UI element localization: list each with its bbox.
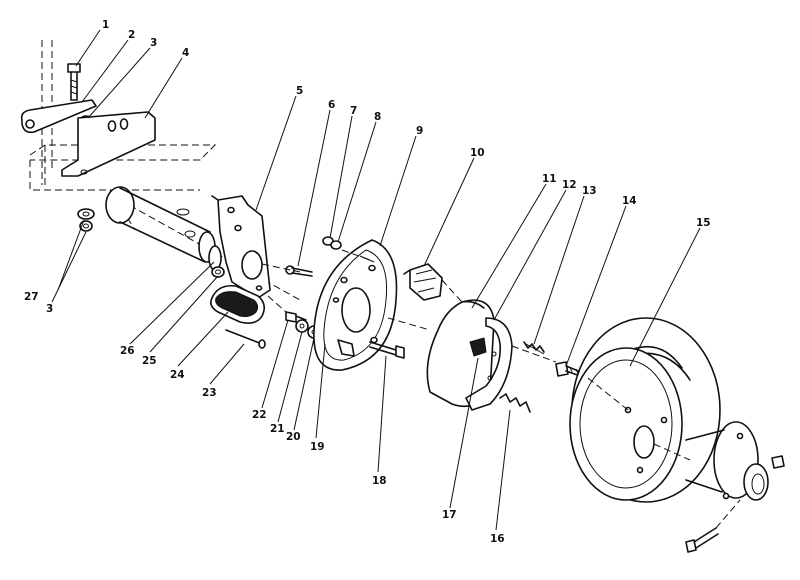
callout-27: 27 (24, 291, 39, 303)
callout-20: 20 (286, 431, 301, 443)
hub-bolt (685, 527, 719, 553)
callout-labels: 1 2 3 4 5 6 7 8 9 10 11 12 13 14 15 16 1… (24, 19, 711, 545)
part-25-nut (211, 266, 225, 278)
callout-7: 7 (350, 105, 357, 117)
part-14-lug-bolt (555, 361, 587, 379)
part-9-backing-plate (313, 239, 398, 371)
part-13-spring (523, 341, 545, 355)
part-2-lever-arm (20, 99, 97, 134)
callout-26: 26 (120, 345, 135, 357)
callout-8: 8 (374, 111, 381, 123)
callout-3-lower: 3 (46, 303, 53, 315)
part-23-pin (225, 329, 266, 349)
part-22-bolt (285, 311, 307, 323)
part-6-bolt (285, 265, 313, 277)
callout-13: 13 (582, 185, 597, 197)
callout-14: 14 (622, 195, 637, 207)
part-4-bracket (61, 111, 156, 177)
part-18-bolt (369, 341, 405, 359)
part-8-washer (330, 240, 342, 250)
part-16-spring (499, 393, 531, 413)
callout-2: 2 (128, 29, 135, 41)
callout-17: 17 (442, 509, 457, 521)
callout-10: 10 (470, 147, 485, 159)
assembly-centerlines (261, 249, 741, 529)
wheel-hub (685, 421, 785, 501)
callout-24: 24 (170, 369, 185, 381)
part-11-brake-shoe (426, 299, 495, 408)
part-24-lining-block (210, 284, 266, 324)
callout-1: 1 (102, 19, 109, 31)
axle-shaft (105, 186, 216, 263)
part-21-washer (295, 319, 309, 333)
callout-11: 11 (542, 173, 557, 185)
callout-5: 5 (296, 85, 303, 97)
callout-18: 18 (372, 475, 387, 487)
part-10-actuator (403, 263, 443, 301)
callout-12: 12 (562, 179, 577, 191)
callout-3: 3 (150, 37, 157, 49)
callout-23: 23 (202, 387, 217, 399)
part-27-washer (77, 208, 95, 220)
part-15-brake-drum (569, 317, 721, 503)
callout-21: 21 (270, 423, 285, 435)
part-1-bolt (67, 63, 81, 101)
part-5-mounting-plate (211, 195, 271, 299)
callout-22: 22 (252, 409, 267, 421)
callout-16: 16 (490, 533, 505, 545)
callout-19: 19 (310, 441, 325, 453)
callout-4: 4 (182, 47, 189, 59)
callout-9: 9 (416, 125, 423, 137)
leader-lines (51, 29, 701, 531)
callout-25: 25 (142, 355, 157, 367)
callout-6: 6 (328, 99, 335, 111)
callout-15: 15 (696, 217, 711, 229)
